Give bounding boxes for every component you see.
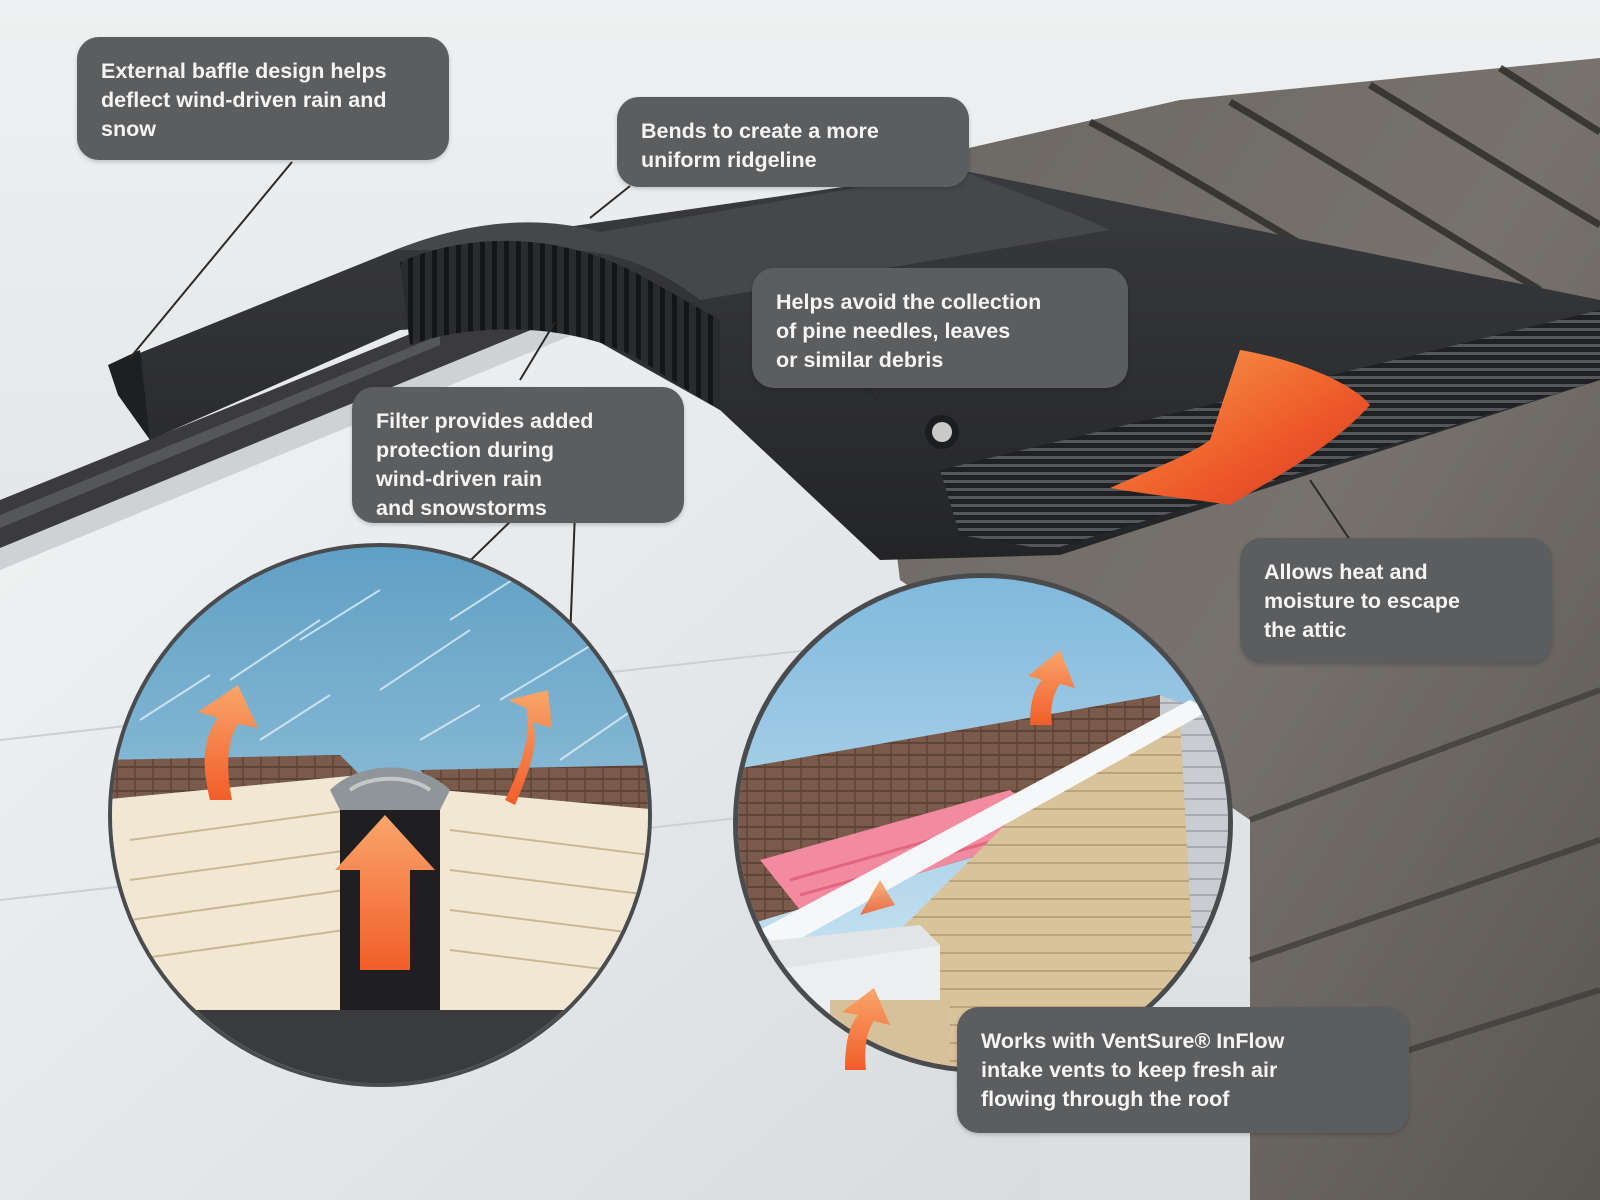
intake-detail-inset [738,578,1228,1068]
left-shingle-strip [0,318,560,548]
airflow-flap-icon [1110,350,1370,505]
callout-heat: Allows heat and moisture to escape the a… [1240,538,1552,663]
callout-inflow: Works with VentSure® InFlow intake vents… [957,1007,1409,1133]
baffle-fins [400,240,720,410]
airflow-arrow-icon [198,685,552,970]
airflow-arrow-icon [842,650,1075,1070]
callout-filter: Filter provides added protection during … [352,387,684,523]
callout-ridgeline: Bends to create a more uniform ridgeline [617,97,969,187]
fascia-edge [0,318,580,570]
callout-baffle: External baffle design helps deflect win… [77,37,449,160]
callout-debris: Helps avoid the collection of pine needl… [752,268,1128,388]
